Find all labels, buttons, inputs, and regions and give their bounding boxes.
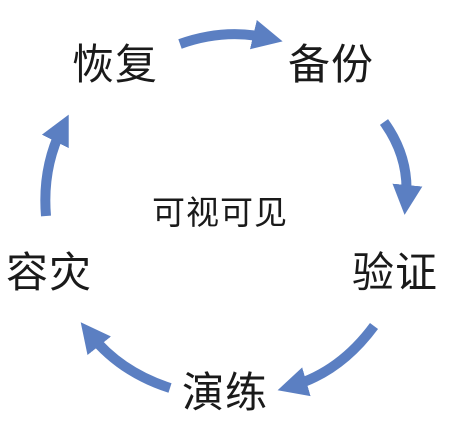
stage-label-verify: 验证 — [352, 248, 439, 297]
stage-label-backup: 备份 — [288, 40, 375, 89]
arrow-backup-to-verify — [379, 119, 423, 215]
arrow-recover-to-backup — [178, 19, 283, 50]
arrow-dr-to-recover — [40, 114, 69, 217]
center-label: 可视可见 — [152, 193, 288, 232]
stage-label-recover: 恢复 — [72, 40, 159, 89]
stage-label-drill: 演练 — [182, 368, 269, 417]
arrow-verify-to-drill — [277, 323, 379, 397]
arrow-drill-to-dr — [80, 322, 172, 393]
stage-label-disaster-recovery: 容灾 — [6, 248, 93, 297]
